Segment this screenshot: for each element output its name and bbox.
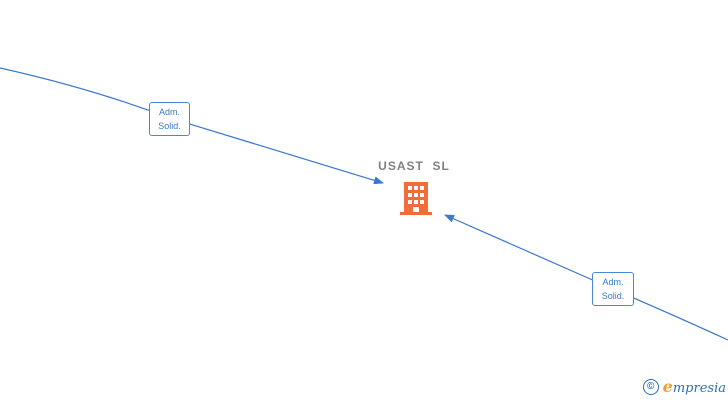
edge-label-line2: Solid. [158,121,181,131]
edge-label-adm-solid[interactable]: Adm. Solid. [149,102,190,136]
edge-label-adm-solid[interactable]: Adm. Solid. [592,272,634,306]
empresia-watermark: © empresia [642,377,726,396]
brand-name: mpresia [672,381,726,396]
company-name[interactable]: USAST SL [378,159,450,173]
brand-initial: e [662,377,673,396]
edge-label-line1: Adm. [158,107,180,117]
brand-logo: empresia [663,377,726,396]
edge-label-line2: Solid. [601,291,625,301]
edge-label-line1: Adm. [602,277,624,287]
copyright-icon: © [642,378,659,395]
edge-line-2 [444,214,728,341]
building-icon[interactable] [399,180,433,216]
edge-line-1 [0,67,384,185]
